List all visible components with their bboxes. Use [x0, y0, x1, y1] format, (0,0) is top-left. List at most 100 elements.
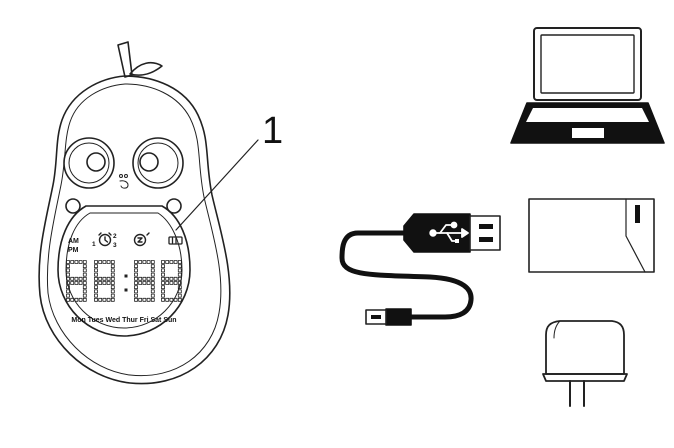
- digit-dot: [142, 276, 147, 281]
- digit-dot: [150, 272, 155, 277]
- clock-labels: AM PM 1 2 3 Mon Tues Wed Thur Fri Sat Su…: [68, 233, 177, 324]
- digit-dot: [98, 297, 103, 302]
- digit-dot: [169, 260, 174, 264]
- digit-dot: [110, 276, 115, 281]
- digit-dot: [134, 264, 138, 269]
- digit-dot: [66, 260, 70, 264]
- digit-dot: [150, 260, 155, 264]
- digit-dot: [94, 281, 98, 285]
- digit-dot: [150, 285, 155, 290]
- digit-dot: [161, 268, 165, 273]
- digit-dot: [102, 276, 107, 281]
- digit-dot: [138, 260, 143, 264]
- digit-dot: [110, 289, 115, 294]
- digit-dot: [74, 260, 79, 264]
- digit-dot: [110, 268, 115, 273]
- digit-dot: [134, 260, 138, 264]
- digit-dot: [110, 293, 115, 298]
- colon-dot: [124, 274, 128, 278]
- usb-plug-tip: [469, 215, 501, 251]
- digit-dot: [150, 293, 155, 298]
- digit-dot: [150, 276, 155, 281]
- am-label: AM: [68, 238, 79, 245]
- digit-dot: [169, 276, 174, 281]
- digit-dot: [110, 272, 115, 277]
- laptop-screen-frame: [533, 27, 642, 101]
- clock-leaf: [129, 61, 163, 76]
- laptop-keyboard: [526, 108, 649, 122]
- digit-dot: [134, 289, 138, 294]
- digit-dot: [173, 276, 178, 281]
- digit-dot: [150, 268, 155, 273]
- callout-number: 1: [262, 110, 284, 152]
- digit-dot: [142, 281, 147, 285]
- digit-dot: [177, 281, 182, 285]
- clock-body: [38, 75, 231, 385]
- digit-dot: [150, 289, 155, 294]
- micro-usb-body: [385, 308, 412, 326]
- digit-dot: [66, 289, 70, 294]
- clock-body-inner: [46, 83, 222, 377]
- digit-dot: [106, 297, 111, 302]
- card-outline: [528, 198, 655, 273]
- clock-nose: [119, 174, 129, 189]
- digit-dot: [134, 272, 138, 277]
- digit-dot: [177, 297, 182, 302]
- digit-dot: [177, 264, 182, 269]
- digit-dot: [82, 260, 87, 264]
- digit-dot: [177, 272, 182, 277]
- usb-cable-wire: [339, 230, 474, 320]
- laptop-touchpad: [572, 128, 604, 138]
- adapter-body-edge: [553, 320, 561, 339]
- digit-dot: [98, 276, 103, 281]
- digit-dot: [98, 260, 103, 264]
- digit-dot: [177, 268, 182, 273]
- digit-dot: [102, 297, 107, 302]
- digit-dot: [150, 297, 155, 302]
- laptop-screen: [540, 34, 635, 94]
- digit-dot: [66, 268, 70, 273]
- clock-side-button-left: [65, 198, 81, 214]
- digit-dot: [146, 260, 151, 264]
- digit-dot: [102, 260, 107, 264]
- digit-dot: [161, 297, 165, 302]
- digit-dot: [74, 297, 79, 302]
- digit-dot: [110, 260, 115, 264]
- digit-dot: [110, 281, 115, 285]
- digit-dot: [177, 276, 182, 281]
- digit-dot: [134, 276, 138, 281]
- instruction-card: [528, 198, 655, 273]
- weekday-labels: Mon Tues Wed Thur Fri Sat Sun: [71, 317, 176, 324]
- digit-dot: [94, 276, 98, 281]
- digit-dot: [82, 281, 87, 285]
- digit-dot: [70, 260, 75, 264]
- alarm-label-3: 3: [113, 242, 117, 249]
- clock-stem: [117, 41, 133, 78]
- digit-dot: [66, 264, 70, 269]
- digit-dot: [94, 293, 98, 298]
- laptop: [510, 27, 665, 144]
- snooze-icon: [133, 232, 150, 247]
- digit-dot: [142, 260, 147, 264]
- clock-display: [57, 205, 191, 337]
- digit-dot: [173, 260, 178, 264]
- digit-dot: [94, 264, 98, 269]
- digit-dot: [94, 268, 98, 273]
- digit-dot: [74, 276, 79, 281]
- usb-cable: [339, 213, 501, 326]
- digit-dot: [161, 289, 165, 294]
- digit-dot: [66, 285, 70, 290]
- alarm-label-2: 2: [113, 233, 117, 240]
- digit-dot: [82, 276, 87, 281]
- digit-dot: [70, 276, 75, 281]
- digit-dot: [169, 297, 174, 302]
- digit-dot: [150, 281, 155, 285]
- digit-dot: [134, 285, 138, 290]
- digit-dot: [66, 276, 70, 281]
- digit-dot: [165, 281, 170, 285]
- card-mark: [635, 205, 640, 223]
- time-digits: [66, 260, 182, 302]
- digit-dot: [161, 285, 165, 290]
- digit-dot: [110, 297, 115, 302]
